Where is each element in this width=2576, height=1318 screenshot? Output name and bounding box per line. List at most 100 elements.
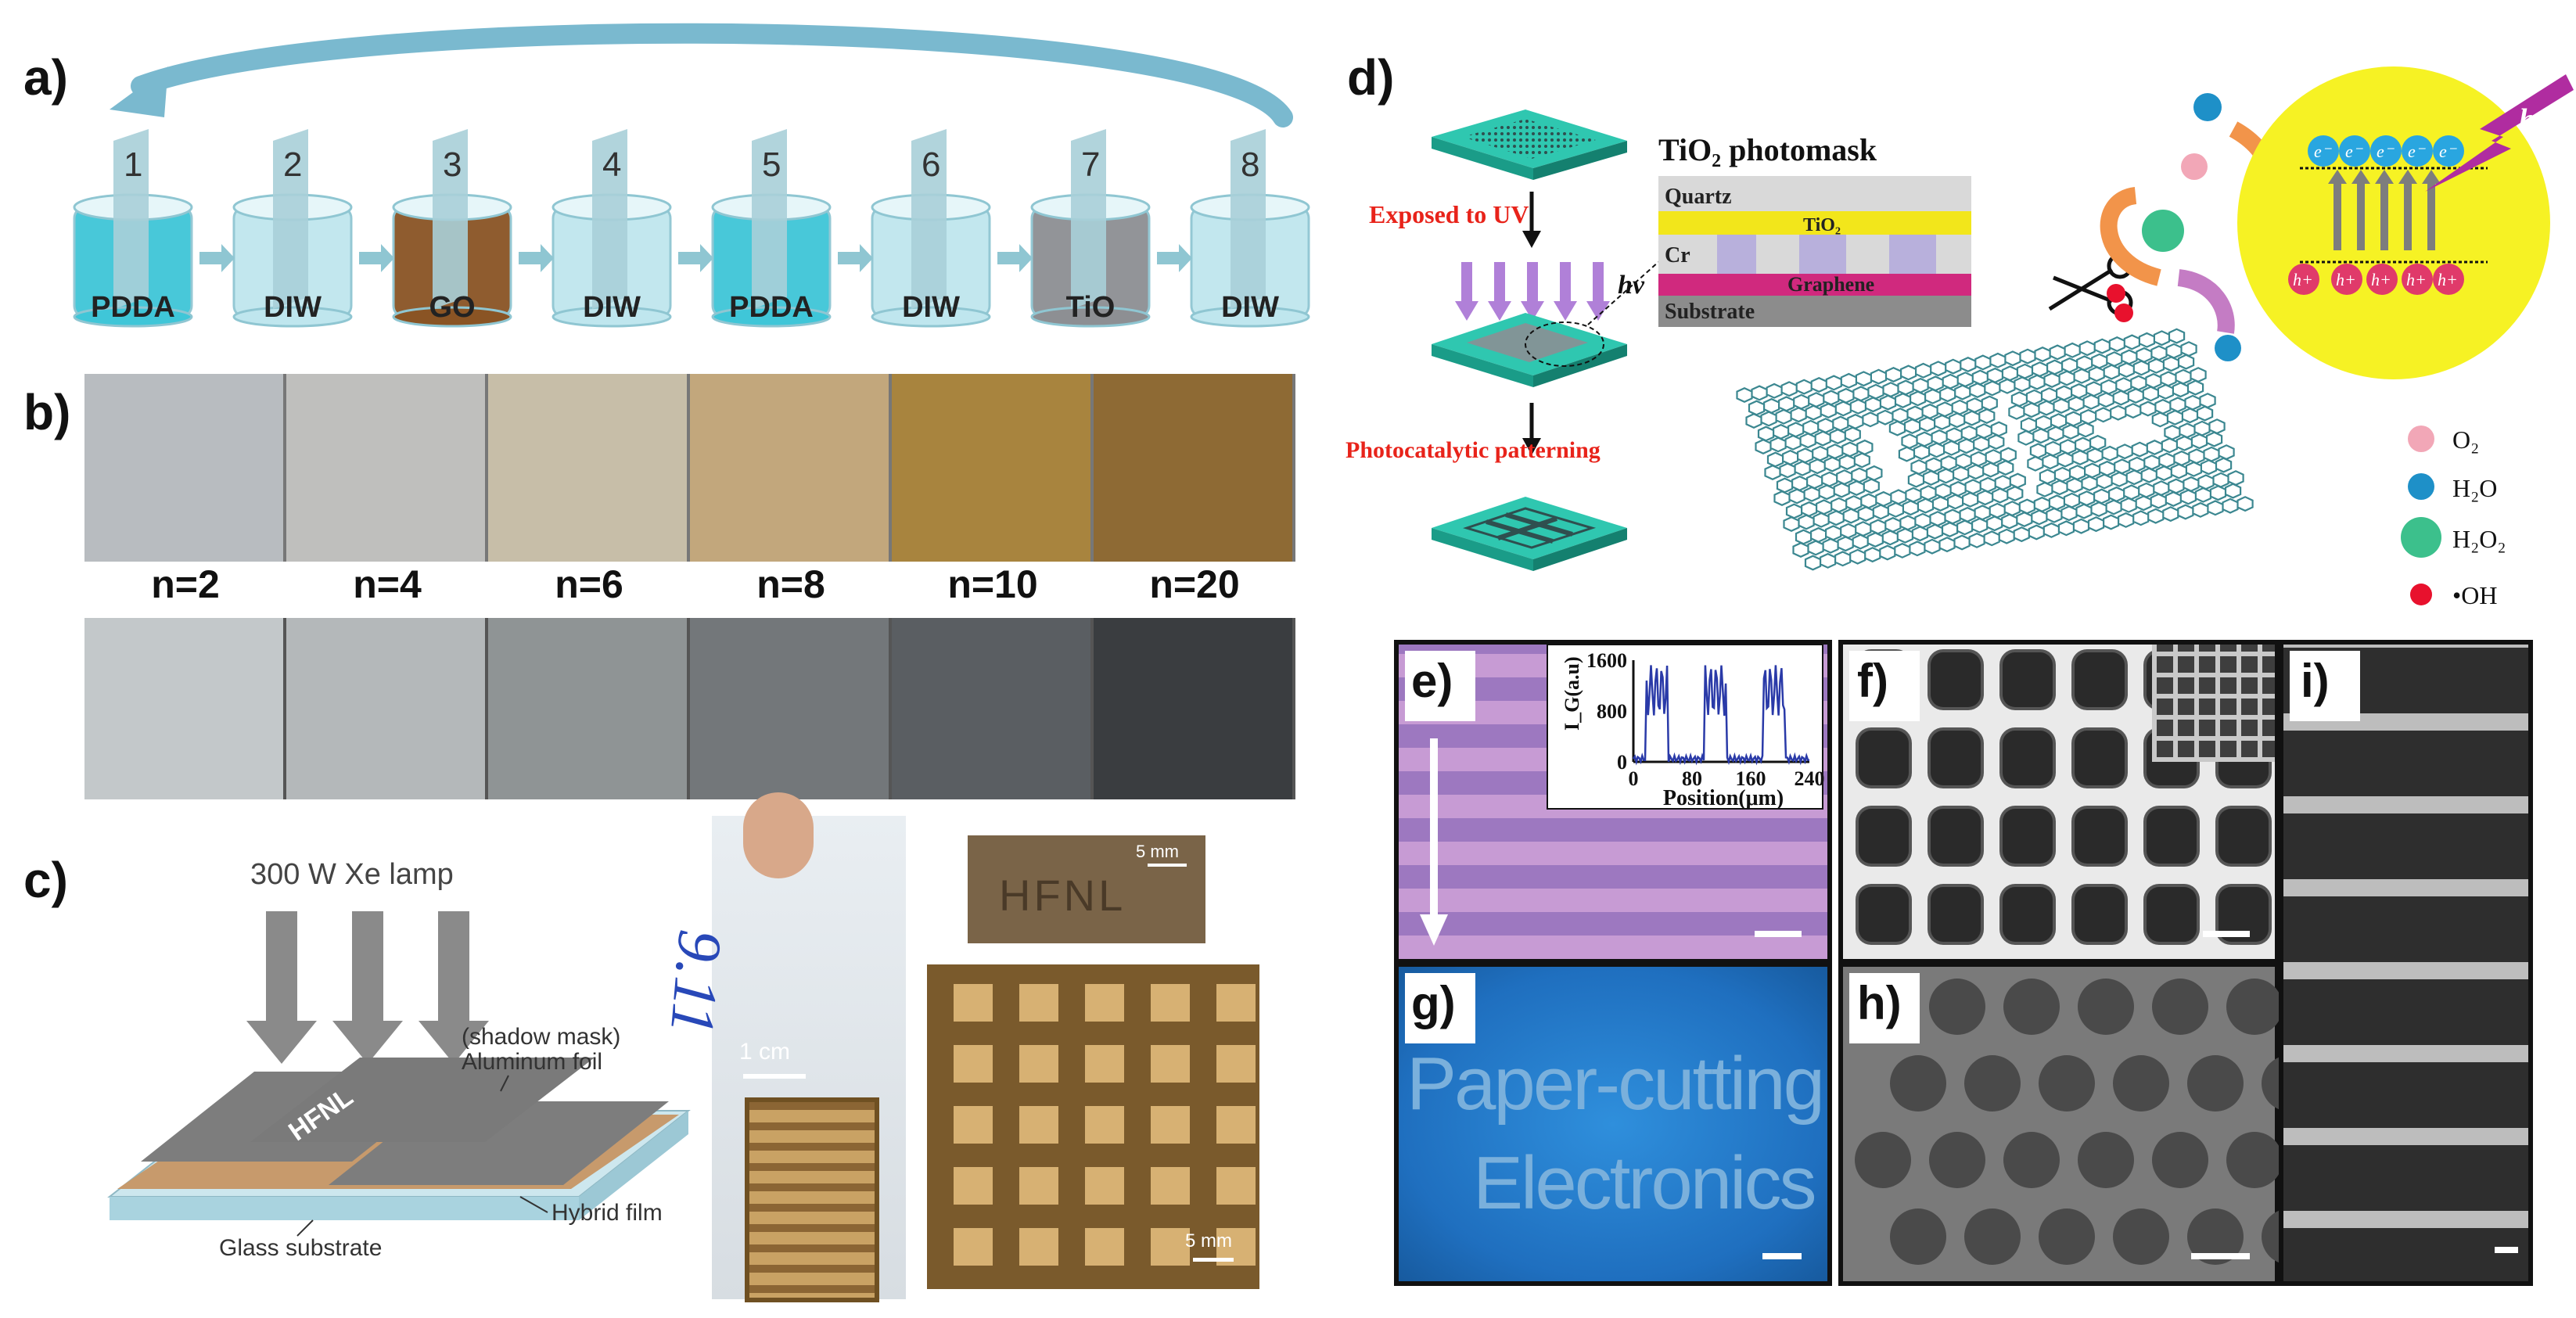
etched-hole: [1859, 809, 1909, 864]
beaker-solution-label: PDDA: [729, 291, 814, 324]
sample-strip-bottom: [488, 618, 690, 799]
patterned-dot: [2152, 979, 2208, 1035]
svg-text:h+: h+: [2336, 270, 2356, 289]
etched-hole: [2219, 809, 2269, 864]
beaker-solution-label: DIW: [1221, 291, 1279, 324]
beaker-step-number: 8: [1241, 145, 1259, 184]
stack-substrate: Substrate: [1665, 300, 1755, 324]
electron: [2339, 135, 2370, 167]
finger: [743, 792, 814, 878]
flow-arrow: [1157, 252, 1179, 264]
scale-bar-1cm: [743, 1074, 806, 1079]
sample-strip-bottom: [286, 618, 488, 799]
scale-bar-h: [2191, 1253, 2250, 1259]
stack-tio2: TiO₂: [1803, 215, 1841, 235]
patterned-dot: [2003, 1132, 2060, 1188]
h2o-molecule-2: [2215, 335, 2241, 361]
panel-g-blue-photo: g) Paper-cutting Electronics: [1394, 962, 1832, 1286]
purple-arrow: [2177, 269, 2235, 334]
hv-label-2: hν: [2519, 103, 2549, 136]
sample-strip-bottom: [1094, 618, 1295, 799]
scale-label-5mm-a: 5 mm: [1136, 842, 1179, 861]
beaker-solution-label: DIW: [583, 291, 641, 324]
flow-arrow: [359, 252, 381, 264]
tio2-particle: [2237, 66, 2550, 379]
patterned-dot: [2113, 1208, 2169, 1265]
scale-label-5mm-b: 5 mm: [1185, 1230, 1232, 1252]
layer-count-label: n=8: [756, 562, 825, 606]
panel-i-sem-stripes: i): [2279, 640, 2533, 1286]
panel-f-label: f): [1857, 655, 1888, 707]
wafer-step2: [1432, 313, 1627, 387]
etched-hole: [2147, 809, 2197, 864]
oh-radical-2: [2114, 303, 2133, 322]
etched-hole: [2075, 809, 2125, 864]
beaker-solution-label: PDDA: [91, 291, 175, 324]
e-ylabel: I_G(a.u): [1561, 656, 1583, 731]
beaker-step-number: 7: [1081, 145, 1100, 184]
scale-bar-g: [1762, 1253, 1802, 1259]
panel-c-photo-hfnl: HFNL 5 mm: [968, 835, 1205, 943]
legend-h2o-dot: [2408, 473, 2434, 500]
panel-e-label-box: [1405, 651, 1475, 721]
substrate-label: Glass substrate: [219, 1235, 382, 1261]
panel-h-sem-dots: h): [1838, 962, 2318, 1286]
legend-h2o2-dot: [2401, 517, 2441, 558]
svg-text:h+: h+: [2371, 270, 2391, 289]
sample-strip-top: [84, 374, 286, 562]
svg-text:e⁻: e⁻: [2439, 142, 2458, 161]
panel-c-photo-slide: 9.11 1 cm: [657, 792, 906, 1302]
panel-a-label: a): [23, 49, 68, 106]
svg-text:e⁻: e⁻: [2377, 142, 2395, 161]
panel-i-label-box: [2290, 651, 2360, 721]
beaker-solution-label: DIW: [264, 291, 322, 324]
o2-molecule-1: [2181, 153, 2208, 180]
layer-count-label: n=10: [947, 562, 1038, 606]
beaker-3: 3GO: [392, 129, 512, 328]
etched-hole: [1859, 887, 1909, 942]
scale-bar-e: [1755, 931, 1802, 937]
scale-label-1cm: 1 cm: [739, 1039, 791, 1065]
scale-bar-f: [2203, 931, 2250, 937]
patterned-dot: [2152, 1132, 2208, 1188]
flow-arrow: [838, 252, 860, 264]
legend-h2o2: H₂O₂: [2452, 525, 2506, 553]
e-xtick: 160: [1736, 767, 1766, 790]
panel-g-label: g): [1411, 977, 1456, 1029]
svg-text:e⁻: e⁻: [2345, 142, 2364, 161]
photomask-stack: [1658, 176, 1971, 327]
e-ytick: 0: [1617, 751, 1627, 774]
beaker-step-number: 6: [922, 145, 940, 184]
electron: [2308, 135, 2339, 167]
layer-count-label: n=2: [151, 562, 220, 606]
etched-hole: [2075, 652, 2125, 707]
hole: [2402, 264, 2433, 295]
beaker-solution-label: TiO: [1066, 291, 1116, 324]
etched-hole: [2003, 652, 2053, 707]
panel-b-label: b): [23, 384, 71, 440]
patterned-dot: [2226, 1132, 2283, 1188]
wafer-step3: [1432, 497, 1627, 571]
lightning-bolt-icon: [2425, 74, 2574, 192]
patterned-dot: [1929, 979, 1985, 1035]
scale-bar-5mm-a: [1148, 864, 1187, 867]
sample-strip-top: [1094, 374, 1295, 562]
photomask-title: TiO₂ photomask: [1658, 132, 1877, 167]
stack-quartz: Quartz: [1665, 185, 1732, 209]
panel-d-schematic: Exposed to UV hν Photocatalytic patterni…: [1345, 66, 2574, 609]
svg-text:e⁻: e⁻: [2314, 142, 2333, 161]
e-xtick: 240: [1795, 767, 1825, 790]
etched-hole: [1931, 887, 1981, 942]
recycle-arrow: [131, 23, 1293, 127]
flow-arrow: [997, 252, 1019, 264]
beaker-solution-label: DIW: [902, 291, 960, 324]
layer-count-label: n=6: [555, 562, 623, 606]
panel-c-schematic: 300 W Xe lamp HFNL (shadow mask) Aluminu…: [107, 858, 691, 1261]
stack-graphene: Graphene: [1787, 273, 1874, 296]
panel-b-photo-top: [84, 374, 1295, 562]
